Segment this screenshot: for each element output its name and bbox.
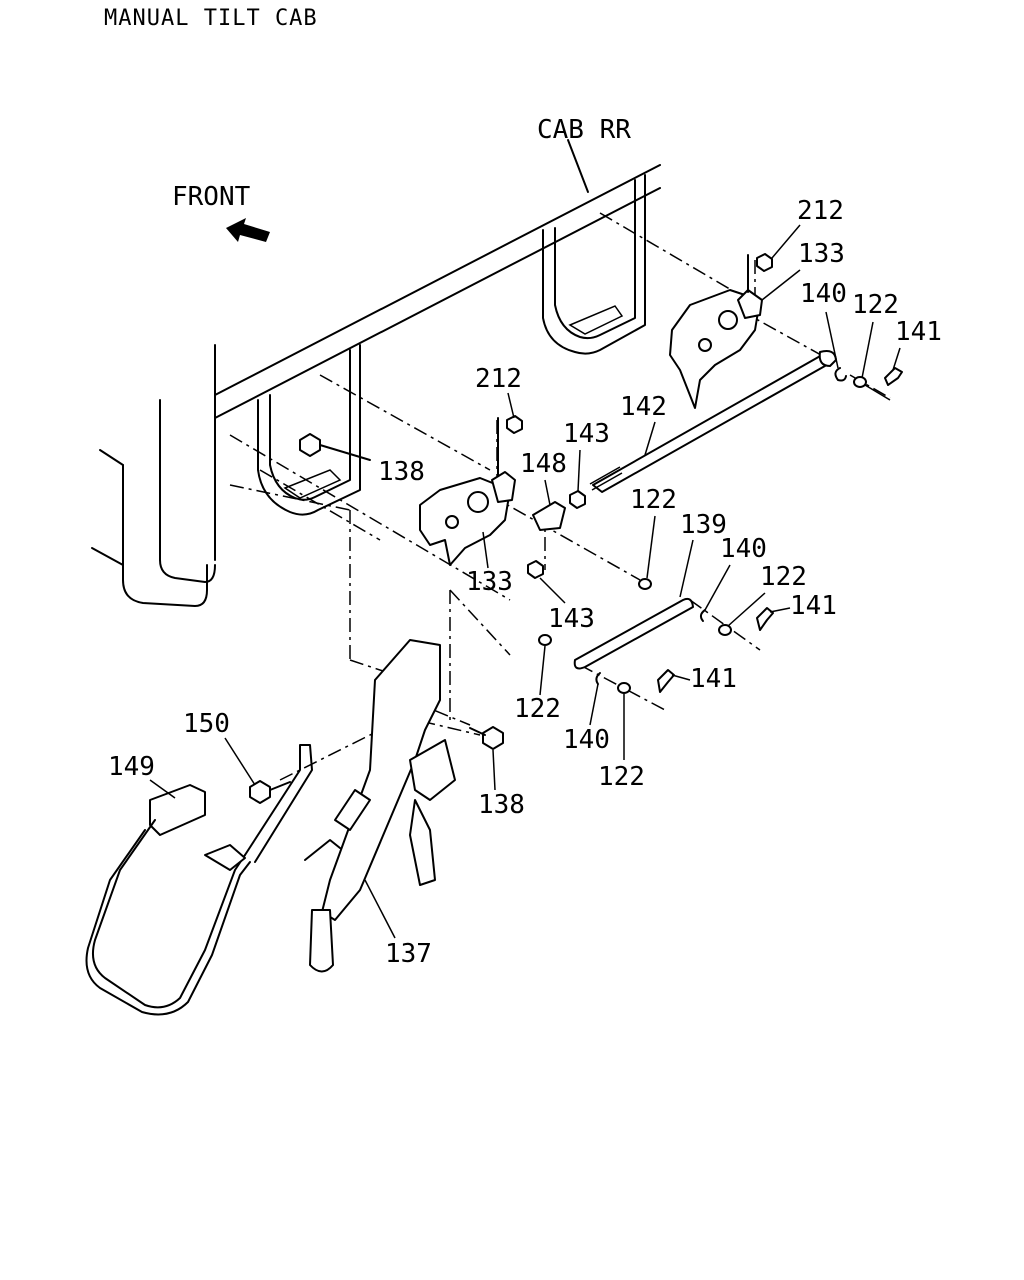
callout-140-mid: 140 [720, 534, 767, 564]
callout-143-upper: 143 [563, 419, 610, 449]
callout-122-upper: 122 [852, 290, 899, 320]
callout-122-mid: 122 [630, 485, 677, 515]
callout-labels: 212 133 140 122 141 212 142 143 148 138 … [108, 196, 942, 969]
callout-138-upper: 138 [378, 457, 425, 487]
callout-150: 150 [183, 709, 230, 739]
callout-133-middle: 133 [466, 567, 513, 597]
callout-133-upper: 133 [798, 239, 845, 269]
callout-137: 137 [385, 939, 432, 969]
front-arrow-icon [226, 218, 270, 242]
diagram-title: MANUAL TILT CAB [104, 6, 318, 31]
cab-rr-label: CAB RR [537, 115, 631, 145]
lock-assembly-middle [419, 417, 516, 566]
cab-frame [91, 139, 661, 607]
callout-143-lower: 143 [548, 604, 595, 634]
front-label: FRONT [172, 182, 251, 212]
callout-149: 149 [108, 752, 155, 782]
bracket-148 [527, 490, 586, 579]
callout-141-lower: 141 [690, 664, 737, 694]
nut-212-middle [506, 415, 523, 434]
lock-assembly-upper [669, 254, 763, 409]
callout-138-lower: 138 [478, 790, 525, 820]
callout-122-left: 122 [514, 694, 561, 724]
callout-212-middle: 212 [475, 364, 522, 394]
bolt-138-upper [299, 433, 371, 461]
callout-141-mid: 141 [790, 591, 837, 621]
link-139 [538, 578, 774, 694]
callout-140-upper: 140 [800, 279, 847, 309]
callout-148: 148 [520, 449, 567, 479]
callout-140-lower: 140 [563, 725, 610, 755]
nut-212-upper [756, 253, 773, 272]
callout-212-upper: 212 [797, 196, 844, 226]
callout-141-upper: 141 [895, 317, 942, 347]
callout-122-right: 122 [760, 562, 807, 592]
control-rod-142 [589, 350, 837, 493]
callout-142: 142 [620, 392, 667, 422]
callout-139: 139 [680, 510, 727, 540]
lever-assembly-137 [304, 639, 456, 973]
step-149 [85, 744, 313, 1016]
callout-122-lower: 122 [598, 762, 645, 792]
bolt-138-lower [469, 726, 504, 750]
washer-group-upper [834, 367, 903, 401]
bolt-150 [249, 780, 291, 804]
